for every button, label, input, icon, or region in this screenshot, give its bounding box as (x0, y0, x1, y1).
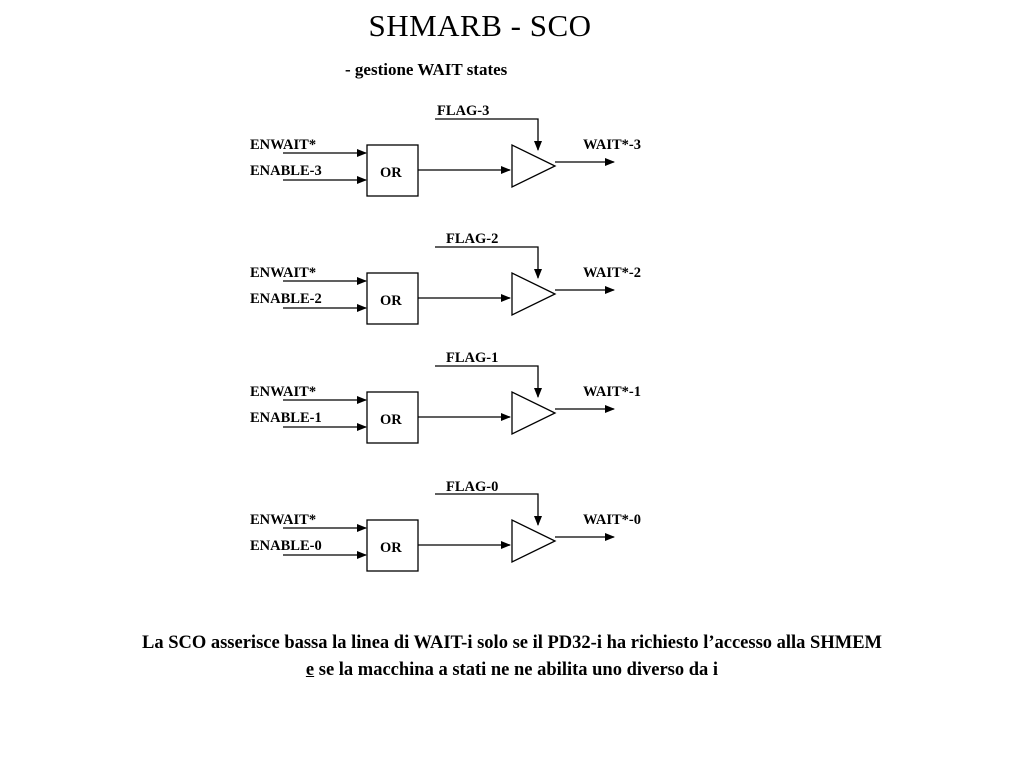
wait-output-label: WAIT*-3 (583, 137, 641, 153)
wait-block-0: FLAG-0 ENWAIT* ENABLE-0 OR WAIT*-0 (250, 479, 641, 572)
tristate-buffer-icon (511, 143, 557, 189)
slide-title: SHMARB - SCO (368, 8, 592, 43)
footer-line-2-text: se la macchina a stati ne ne abilita uno… (314, 660, 719, 680)
footer-line-1: La SCO asserisce bassa la linea di WAIT-… (141, 633, 882, 653)
footer-caption: La SCO asserisce bassa la linea di WAIT-… (0, 630, 1024, 684)
enwait-label: ENWAIT* (250, 265, 316, 281)
footer-line-2: e se la macchina a stati ne ne abilita u… (0, 657, 1024, 684)
or-gate-label: OR (380, 165, 402, 181)
wait-block-1: FLAG-1 ENWAIT* ENABLE-1 OR WAIT*-1 (250, 350, 641, 444)
wait-output-label: WAIT*-0 (583, 512, 641, 528)
enable-label: ENABLE-0 (250, 538, 322, 554)
wait-output-label: WAIT*-2 (583, 265, 641, 281)
or-gate-label: OR (380, 412, 402, 428)
flag-label: FLAG-3 (437, 103, 489, 119)
or-gate-label: OR (380, 540, 402, 556)
wait-output-label: WAIT*-1 (583, 384, 641, 400)
flag-line (435, 365, 542, 398)
enwait-label: ENWAIT* (250, 137, 316, 153)
wait-block-3: FLAG-3 ENWAIT* ENABLE-3 OR WAIT*-3 (250, 103, 641, 197)
tristate-buffer-icon (511, 390, 557, 436)
slide-subtitle: - gestione WAIT states (345, 60, 508, 79)
enwait-label: ENWAIT* (250, 384, 316, 400)
circuit-diagram: FLAG-3 ENWAIT* ENABLE-3 OR WAIT*-3 FLAG-… (250, 103, 641, 572)
flag-line (435, 246, 542, 279)
footer-underlined-word: e (305, 660, 315, 680)
flag-line (435, 493, 542, 526)
wait-block-2: FLAG-2 ENWAIT* ENABLE-2 OR WAIT*-2 (250, 231, 641, 325)
flag-label: FLAG-2 (446, 231, 498, 247)
tristate-buffer-icon (511, 271, 557, 317)
flag-label: FLAG-1 (446, 350, 498, 366)
enable-label: ENABLE-3 (250, 163, 322, 179)
or-gate-box (366, 272, 419, 325)
or-gate-box (366, 391, 419, 444)
tristate-buffer-icon (511, 518, 557, 564)
enable-label: ENABLE-1 (250, 410, 322, 426)
flag-line (435, 118, 542, 151)
enwait-label: ENWAIT* (250, 512, 316, 528)
or-gate-label: OR (380, 293, 402, 309)
or-gate-box (366, 519, 419, 572)
enable-label: ENABLE-2 (250, 291, 322, 307)
flag-label: FLAG-0 (446, 479, 498, 495)
